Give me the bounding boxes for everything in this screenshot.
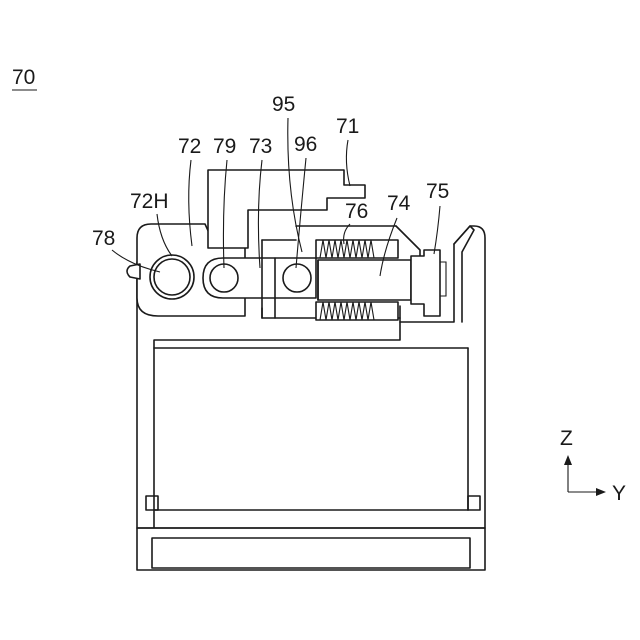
label-75: 75 — [426, 180, 449, 203]
label-78: 78 — [92, 227, 115, 250]
slider-74 — [318, 260, 411, 300]
label-79: 79 — [213, 135, 236, 158]
label-74: 74 — [387, 192, 411, 215]
z-arrow-icon — [564, 455, 572, 465]
label-96: 96 — [294, 133, 317, 156]
label-76: 76 — [345, 200, 368, 223]
axis-label-y: Y — [612, 482, 626, 505]
pin-79 — [210, 264, 238, 292]
label-73: 73 — [249, 135, 272, 158]
latch-75-tab — [440, 262, 446, 296]
shaft-nub-78 — [127, 264, 140, 279]
figure-number: 70 — [12, 66, 35, 89]
label-95: 95 — [272, 93, 295, 116]
label-72h: 72H — [130, 190, 169, 213]
label-71: 71 — [336, 115, 359, 138]
bottom-plate — [137, 528, 485, 570]
housing-hook — [454, 226, 474, 322]
pin-96 — [283, 264, 311, 292]
axis-label-z: Z — [560, 427, 573, 450]
shaft-78 — [154, 259, 190, 295]
coordinate-axes — [564, 455, 606, 496]
label-72: 72 — [178, 135, 201, 158]
latch-75 — [411, 250, 440, 316]
cover-71 — [208, 170, 365, 248]
y-arrow-icon — [596, 488, 606, 496]
